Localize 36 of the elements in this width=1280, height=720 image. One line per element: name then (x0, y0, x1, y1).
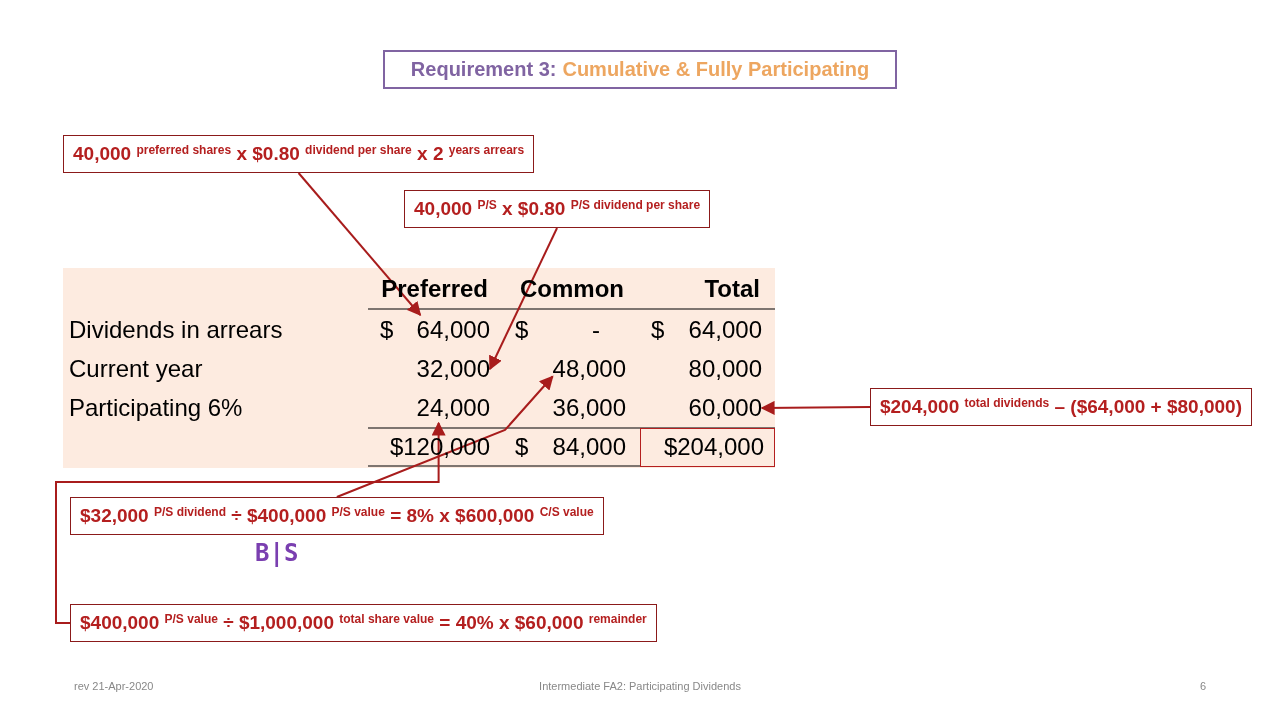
table-cell: 32,000 (416, 354, 490, 384)
footer-text: Intermediate FA2: Participating Dividends (538, 679, 742, 693)
arrow (760, 400, 871, 415)
handwritten-note: B|S (255, 538, 299, 568)
table-cell: $ (651, 315, 665, 345)
table-cell: $ (515, 432, 529, 462)
column-header: Total (704, 274, 760, 304)
table-cell: 80,000 (688, 354, 762, 384)
footer-text: rev 21-Apr-2020 (74, 679, 154, 693)
arrow (297, 172, 422, 317)
formula-callout: 40,000 $^{P/S}$ x $0.80 $^{P/S dividend per share}$ (404, 190, 711, 228)
table-cell: 48,000 (552, 354, 626, 384)
formula-callout: $32,000 $^{P/S dividend}$ ÷ $400,000 $^{P/S value}$ = 8% x $600,000 $^{C/S value}$ (70, 497, 604, 535)
title-text: Cumulative & Fully Participating (562, 58, 870, 81)
table-cell: $ (380, 315, 394, 345)
table-cell: 84,000 (552, 432, 626, 462)
row-header: Dividends in arrears (69, 315, 283, 345)
table-cell: 64,000 (416, 315, 490, 345)
formula-callout: 40,000 $^{preferred shares}$ x $0.80 $^{dividend per share}$ x 2 $^{years arrears}$ (63, 135, 535, 173)
total-cell: $204,000 (640, 428, 775, 467)
row-header: Current year (69, 354, 203, 384)
table-cell: 36,000 (552, 393, 626, 423)
arrow (489, 227, 559, 371)
page-number: 6 (1200, 679, 1207, 693)
formula-callout: $400,000 $^{P/S value}$ ÷ $1,000,000 $^{total share value}$ = 40% x $60,000 $^{remainder}$ (70, 604, 657, 642)
row-header: Participating 6% (69, 393, 243, 423)
table-cell: 60,000 (688, 393, 762, 423)
table-cell: - (592, 315, 600, 345)
arrow (55, 421, 446, 624)
table-cell: $ (515, 315, 529, 345)
formula-callout: $204,000 $^{total dividends}$ – ($64,000 + $80,000) (870, 388, 1252, 426)
table-cell: 64,000 (688, 315, 762, 345)
arrow (335, 375, 554, 498)
title-text: Requirement 3: (410, 58, 557, 81)
title-box (383, 50, 897, 89)
table-cell: 24,000 (416, 393, 490, 423)
